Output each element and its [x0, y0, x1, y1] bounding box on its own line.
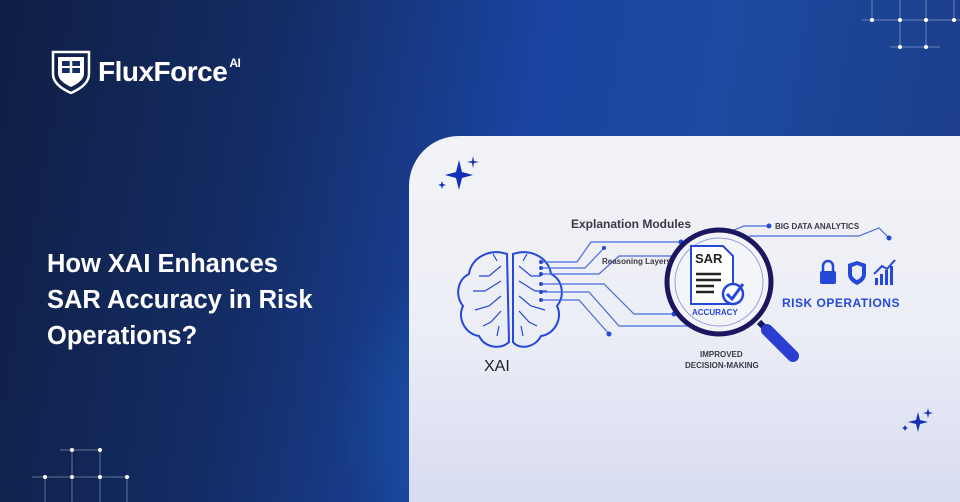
lock-icon	[820, 259, 836, 284]
grid-decoration-bottom	[32, 448, 130, 502]
decision-making-label: DECISION-MAKING	[685, 361, 759, 370]
diagram-card: Explanation Modules Reasoning Layers BIG…	[409, 136, 960, 502]
improved-label: IMPROVED	[700, 350, 743, 359]
big-data-label: BIG DATA ANALYTICS	[775, 222, 860, 231]
growth-chart-icon	[873, 259, 896, 285]
accuracy-label: ACCURACY	[692, 308, 738, 317]
risk-operations-label: RISK OPERATIONS	[782, 296, 900, 310]
xai-diagram	[438, 156, 933, 432]
xai-label: XAI	[484, 358, 510, 375]
reasoning-layers-label: Reasoning Layers	[602, 257, 671, 266]
sparkle-icon	[438, 156, 933, 432]
shield-logo-icon	[51, 50, 91, 94]
page-title: How XAI Enhances SAR Accuracy in Risk Op…	[47, 250, 313, 350]
magnifier-icon	[664, 227, 799, 362]
sar-label: SAR	[695, 251, 723, 266]
grid-decoration-top	[862, 0, 960, 49]
explanation-modules-label: Explanation Modules	[571, 217, 692, 231]
shield-icon	[848, 261, 866, 285]
